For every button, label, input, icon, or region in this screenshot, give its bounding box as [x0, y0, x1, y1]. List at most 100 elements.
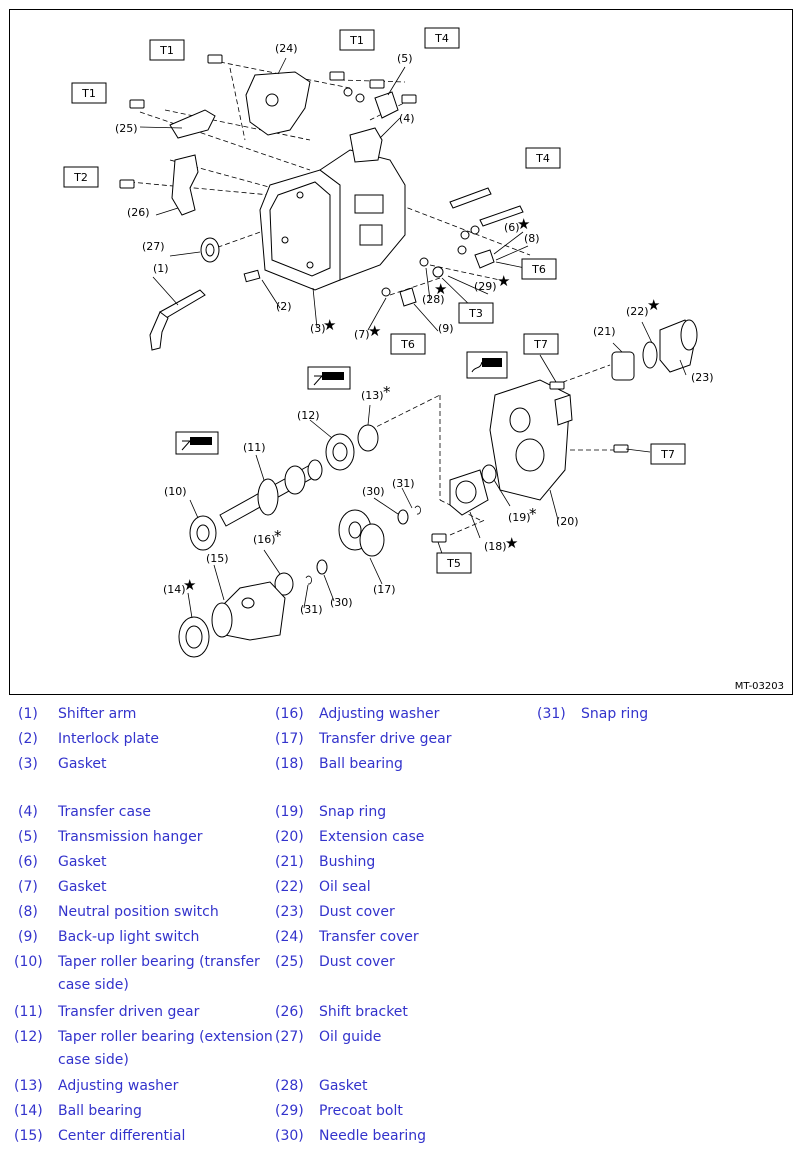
legend-item-number: (18) [275, 756, 304, 772]
transmission-hanger [374, 91, 399, 119]
callout-19: (19) [508, 511, 531, 524]
legend-item: (14)Ball bearing [14, 1100, 278, 1146]
torque-label-t6-b: T6 [400, 338, 415, 351]
torque-label-t1-b: T1 [349, 34, 364, 47]
callout-12: (12) [297, 409, 320, 422]
callout-14: (14) [163, 583, 186, 596]
rear-seal-group [611, 319, 698, 381]
legend-item: (30)Needle bearing [275, 1125, 539, 1171]
legend-item-number: (20) [275, 829, 304, 845]
legend-item: (8)Neutral position switch [18, 901, 278, 947]
legend-item-number: (1) [18, 706, 38, 722]
legend-item-number: (3) [18, 756, 38, 772]
callout-30-upper: (30) [362, 485, 385, 498]
legend-item-number: (5) [18, 829, 38, 845]
callout-7: (7) [354, 328, 370, 341]
legend-item-number: (31) [537, 706, 566, 722]
legend-item: (21)Bushing [275, 851, 539, 897]
callout-9: (9) [438, 322, 454, 335]
callout-25: (25) [115, 122, 138, 135]
legend-item-number: (28) [275, 1078, 304, 1094]
snap-ring-lower [305, 575, 312, 585]
legend-item-number: (12) [14, 1029, 43, 1045]
legend-item: (9)Back-up light switch [18, 926, 278, 972]
torque-label-t2: T2 [73, 171, 88, 184]
switches [381, 249, 495, 307]
legend-item-name: Center differential [58, 1128, 186, 1144]
callout-26: (26) [127, 206, 150, 219]
legend-item: (1) Shifter arm [18, 703, 278, 749]
legend-item-name: Transfer cover [319, 929, 419, 945]
callout-23: (23) [691, 371, 714, 384]
legend-item: (28) Gasket [275, 1075, 539, 1121]
transfer-drive-gear [338, 509, 385, 557]
legend-item: (12) Taper roller bearing (extension case… [14, 1026, 278, 1072]
legend-item-name: Taper roller bearing (transfer case side… [58, 954, 260, 993]
transfer-driven-gear [219, 459, 323, 527]
markers: ★ ★ ★ ★ ★ ★ ★ ★ * * * [183, 215, 660, 594]
legend-item-number: (23) [275, 904, 304, 920]
torque-box-t6-b [390, 333, 426, 355]
legend-item-number: (13) [14, 1078, 43, 1094]
legend-item-number: (14) [14, 1103, 43, 1119]
legend-item-number: (26) [275, 1004, 304, 1020]
legend-item-number: (27) [275, 1029, 304, 1045]
torque-box-t2 [63, 166, 99, 188]
legend-item: (3)Gasket [18, 753, 278, 799]
extension-case [489, 379, 629, 501]
callout-24: (24) [275, 42, 298, 55]
adjusting-washer-16 [274, 572, 294, 596]
legend-item-name: Oil guide [319, 1029, 382, 1045]
legend-item-name: Gasket [58, 854, 107, 870]
legend-item-name: Ball bearing [319, 756, 403, 772]
parts-legend: (1)Shifter arm(2)Interlock plate(3)Gaske… [0, 703, 804, 1153]
callout-22: (22) [626, 305, 649, 318]
legend-item: (16)Adjusting washer [275, 703, 539, 749]
torque-label-t1-a: T1 [159, 44, 174, 57]
torque-label-t4-b: T4 [535, 152, 550, 165]
figure-code: MT-03203 [734, 681, 784, 692]
torque-box-t4-a [424, 27, 460, 49]
legend-item-name: Gasket [58, 879, 107, 895]
torque-box-t7-b [650, 443, 686, 465]
transfer-case [259, 127, 406, 291]
legend-item: (31) Snap ring [537, 703, 801, 749]
ball-bearing-14-bore [185, 625, 203, 649]
callout-17: (17) [373, 583, 396, 596]
legend-item-name: Taper roller bearing (extension case sid… [58, 1029, 273, 1068]
legend-item-number: (4) [18, 804, 38, 820]
callout-31-lower: (31) [300, 603, 323, 616]
legend-item: (29)Precoat bolt [275, 1100, 539, 1146]
legend-item-name: Shifter arm [58, 706, 137, 722]
torque-box-t6-a [521, 258, 557, 280]
shift-bracket [171, 154, 199, 216]
torque-box-t1-a [149, 39, 185, 61]
legend-item-name: Oil seal [319, 879, 371, 895]
legend-item: (15)Center differential [14, 1125, 278, 1171]
legend-item-name: Dust cover [319, 954, 395, 970]
legend-item-name: Transfer driven gear [58, 1004, 200, 1020]
sealant-icon [466, 351, 508, 379]
leader-lines [139, 57, 687, 619]
legend-item-name: Snap ring [319, 804, 387, 820]
callout-5: (5) [397, 52, 413, 65]
torque-label-t3: T3 [468, 307, 483, 320]
lubricant-icon-2 [307, 366, 351, 390]
legend-item-name: Adjusting washer [319, 706, 440, 722]
interlock-plate [243, 269, 261, 283]
callout-15: (15) [206, 552, 229, 565]
torque-box-t7-a [523, 333, 559, 355]
legend-item-name: Extension case [319, 829, 425, 845]
legend-item: (7)Gasket [18, 876, 278, 922]
torque-label-t4-a: T4 [434, 32, 449, 45]
legend-item-name: Gasket [319, 1078, 368, 1094]
callout-2: (2) [276, 300, 292, 313]
exploded-diagram: T1 T1 T4 T1 T2 T4 T6 T3 T6 T7 T7 T5 (1) … [9, 9, 793, 695]
legend-item-name: Back-up light switch [58, 929, 200, 945]
callout-11: (11) [243, 441, 266, 454]
legend-item-number: (10) [14, 954, 43, 970]
legend-item-name: Snap ring [581, 706, 649, 722]
callout-30-lower: (30) [330, 596, 353, 609]
legend-item-name: Interlock plate [58, 731, 160, 747]
star-14: ★ [183, 576, 196, 594]
